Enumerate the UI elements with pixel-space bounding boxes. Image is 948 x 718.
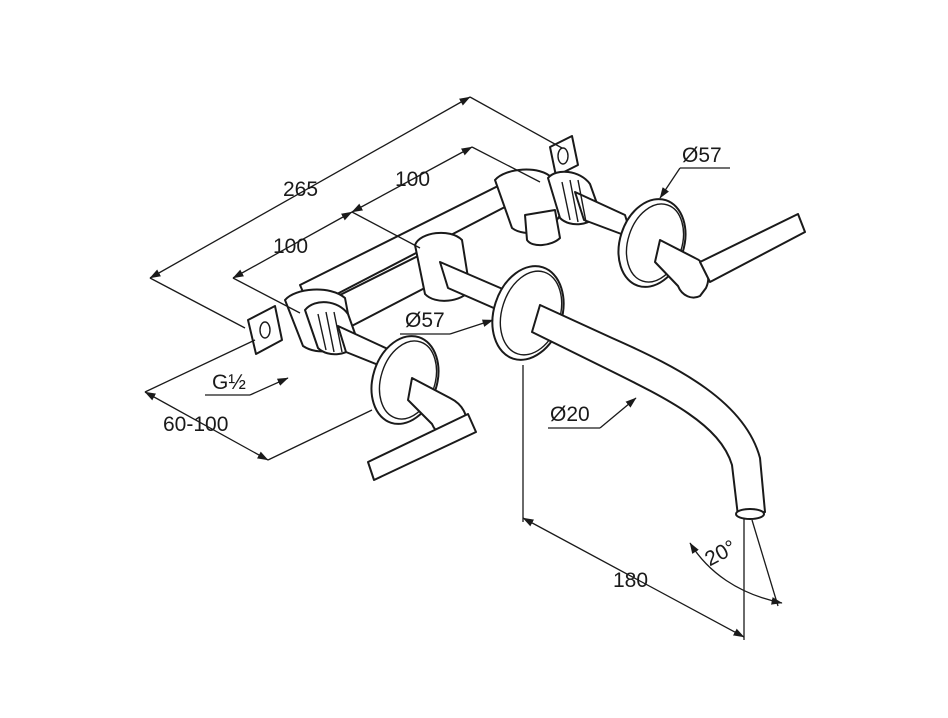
label-spout-projection: 180 [613,569,648,592]
left-handle [367,377,477,481]
right-elbow-drop [524,209,561,246]
label-overall-width: 265 [283,178,318,201]
dimension-spout-angle: 20° [689,519,783,607]
right-valve [547,170,633,239]
dimension-right-rosette: Ø57 [659,144,730,199]
label-valve-spacing-upper: 100 [395,168,430,191]
label-wall-depth-range: 60-100 [163,413,228,436]
dimension-valve-spacing-lower: 100 [232,211,353,314]
dimension-overall-width: 265 [149,96,563,329]
label-spout-angle: 20° [701,536,740,571]
right-handle [654,213,806,299]
dimension-center-rosette: Ø57 [400,309,494,335]
label-center-rosette-diameter: Ø57 [405,309,445,332]
label-valve-spacing-lower: 100 [273,235,308,258]
dimension-connection-thread: G½ [205,371,289,396]
center-rosette [491,265,565,361]
left-mounting-plate [247,305,283,355]
right-mounting-plate [549,135,579,177]
dimension-spout-projection: 180 [522,365,745,640]
label-spout-diameter: Ø20 [550,403,590,426]
dimension-spout-diameter: Ø20 [548,397,637,429]
label-right-rosette-diameter: Ø57 [682,144,722,167]
spout [531,304,766,520]
dimension-wall-depth: 60-100 [144,339,373,461]
dimension-valve-spacing-upper: 100 [351,146,541,249]
label-connection-thread: G½ [212,371,246,394]
